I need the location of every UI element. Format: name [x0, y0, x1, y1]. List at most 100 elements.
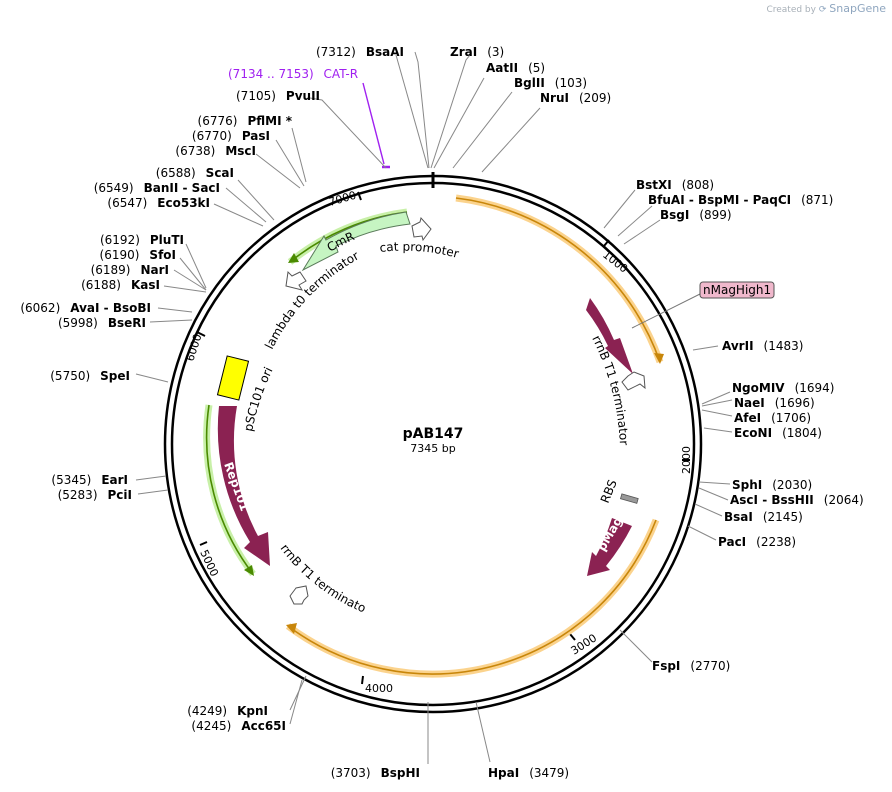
svg-text:cat promoter: cat promoter — [379, 240, 461, 261]
tick-4000: 4000 — [365, 682, 393, 695]
site-sphi[interactable]: SphI(2030) — [732, 478, 812, 492]
tick-2000: 2000 — [680, 446, 693, 474]
site-asci-bsshii[interactable]: AscI - BssHII(2064) — [730, 493, 864, 507]
site-beri[interactable]: (5998)BseRI — [58, 316, 146, 330]
site-sfoi[interactable]: (6190)SfoI — [100, 248, 176, 262]
plasmid-name: pAB147 — [403, 426, 464, 442]
site-scai[interactable]: (6588)ScaI — [156, 166, 234, 180]
orange-arc-bottom — [285, 518, 660, 678]
cat-r-primer[interactable]: (7134 .. 7153) CAT-R — [228, 67, 390, 169]
site-acc65i[interactable]: (4245)Acc65I — [191, 719, 286, 733]
site-kasi[interactable]: (6188)KasI — [81, 278, 160, 292]
svg-text:ZraI(3): ZraI(3) — [450, 45, 504, 59]
svg-text:SphI(2030): SphI(2030) — [732, 478, 812, 492]
site-ngomiv[interactable]: NgoMIV(1694) — [732, 381, 834, 395]
site-paci[interactable]: PacI(2238) — [718, 535, 796, 549]
svg-text:AatII(5): AatII(5) — [486, 61, 545, 75]
plasmid-length: 7345 bp — [410, 442, 455, 455]
site-banii-saci[interactable]: (6549)BanII - SacI — [94, 181, 220, 195]
svg-text:BglII(103): BglII(103) — [514, 76, 587, 90]
site-avrii[interactable]: AvrII(1483) — [722, 339, 803, 353]
site-eari[interactable]: (5345)EarI — [51, 473, 128, 487]
site-zrai[interactable]: ZraI(3) — [450, 45, 504, 59]
svg-text:(4245)Acc65I: (4245)Acc65I — [191, 719, 286, 733]
tick-3000: 3000 — [569, 631, 600, 657]
site-pvuii[interactable]: (7105)PvuII — [236, 89, 320, 103]
site-nrui[interactable]: NruI(209) — [540, 91, 611, 105]
site-bsaai[interactable]: (7312)BsaAI — [316, 45, 404, 59]
orange-arc-top — [455, 194, 664, 364]
cat-r-name: CAT-R — [324, 67, 359, 81]
restriction-sites-right: ZraI(3) AatII(5) BglII(103) NruI(209) Bs… — [450, 45, 864, 780]
site-bsai[interactable]: BsaI(2145) — [724, 510, 803, 524]
svg-text:HpaI(3479): HpaI(3479) — [488, 766, 569, 780]
svg-text:(6776)PflMI *: (6776)PflMI * — [198, 114, 293, 128]
site-eco53ki[interactable]: (6547)Eco53kI — [107, 196, 210, 210]
site-bglii[interactable]: BglII(103) — [514, 76, 587, 90]
cat-promoter-label: cat promoter — [379, 240, 461, 261]
backbone — [163, 172, 703, 714]
svg-text:(7105)PvuII: (7105)PvuII — [236, 89, 320, 103]
svg-text:(6738)MscI: (6738)MscI — [175, 144, 256, 158]
svg-text:(6188)KasI: (6188)KasI — [81, 278, 160, 292]
site-bfuai-bspmi-paqci[interactable]: BfuAI - BspMI - PaqCI(871) — [648, 193, 833, 207]
rbs-feature[interactable]: RBS — [598, 478, 639, 505]
tick-marks — [196, 191, 690, 685]
site-bsphi[interactable]: (3703)BspHI — [331, 766, 420, 780]
psc101-ori-label: pSC101 ori — [241, 365, 275, 433]
site-nari[interactable]: (6189)NarI — [91, 263, 169, 277]
watermark-created-by: Created by — [766, 5, 816, 15]
svg-text:(5345)EarI: (5345)EarI — [51, 473, 128, 487]
site-bstxi[interactable]: BstXI(808) — [636, 178, 714, 192]
site-msci[interactable]: (6738)MscI — [175, 144, 256, 158]
svg-text:(7312)BsaAI: (7312)BsaAI — [316, 45, 404, 59]
svg-text:AscI - BssHII(2064): AscI - BssHII(2064) — [730, 493, 864, 507]
svg-text:(6770)PasI: (6770)PasI — [192, 129, 270, 143]
site-fspi[interactable]: FspI(2770) — [652, 659, 730, 673]
snapgene-watermark: Created by ⟳ SnapGene — [766, 2, 886, 15]
svg-text:NaeI(1696): NaeI(1696) — [734, 396, 815, 410]
svg-text:BsgI(899): BsgI(899) — [660, 208, 732, 222]
svg-text:(6547)Eco53kI: (6547)Eco53kI — [107, 196, 210, 210]
svg-text:FspI(2770): FspI(2770) — [652, 659, 730, 673]
site-bsgi[interactable]: BsgI(899) — [660, 208, 732, 222]
svg-text:AvrII(1483): AvrII(1483) — [722, 339, 803, 353]
cat-r-range: (7134 .. 7153) — [228, 67, 314, 81]
nmaghigh1-label-box[interactable]: nMagHigh1 — [631, 281, 775, 329]
svg-text:(5750)SpeI: (5750)SpeI — [50, 369, 130, 383]
svg-text:BfuAI - BspMI - PaqCI(871): BfuAI - BspMI - PaqCI(871) — [648, 193, 833, 207]
svg-text:(5283)PciI: (5283)PciI — [58, 488, 132, 502]
pmag-gene[interactable]: pMag — [587, 514, 632, 576]
site-econi[interactable]: EcoNI(1804) — [734, 426, 822, 440]
site-pflmi[interactable]: (6776)PflMI * — [198, 114, 293, 128]
site-pasi[interactable]: (6770)PasI — [192, 129, 270, 143]
site-pluti[interactable]: (6192)PluTI — [100, 233, 184, 247]
svg-text:(6189)NarI: (6189)NarI — [91, 263, 169, 277]
site-aatii[interactable]: AatII(5) — [486, 61, 545, 75]
site-pcii[interactable]: (5283)PciI — [58, 488, 132, 502]
rrnb-t1-terminator-right[interactable]: rrnB T1 terminator — [586, 298, 646, 446]
svg-text:(6549)BanII - SacI: (6549)BanII - SacI — [94, 181, 220, 195]
site-avai-bsobi[interactable]: (6062)AvaI - BsoBI — [20, 301, 151, 315]
svg-text:(7134 .. 7153) CAT-R: (7134 .. 7153) CAT-R — [228, 67, 358, 81]
tick-7000: 7000 — [327, 189, 357, 209]
svg-text:(4249)KpnI: (4249)KpnI — [187, 704, 268, 718]
nmaghigh1-label: nMagHigh1 — [703, 283, 771, 297]
svg-text:(5998)BseRI: (5998)BseRI — [58, 316, 146, 330]
svg-text:(6192)PluTI: (6192)PluTI — [100, 233, 184, 247]
site-hpai[interactable]: HpaI(3479) — [488, 766, 569, 780]
svg-text:(6190)SfoI: (6190)SfoI — [100, 248, 176, 262]
site-afei[interactable]: AfeI(1706) — [734, 411, 811, 425]
site-naei[interactable]: NaeI(1696) — [734, 396, 815, 410]
svg-text:(3703)BspHI: (3703)BspHI — [331, 766, 420, 780]
site-spei[interactable]: (5750)SpeI — [50, 369, 130, 383]
watermark-brand: SnapGene — [829, 2, 886, 15]
svg-text:EcoNI(1804): EcoNI(1804) — [734, 426, 822, 440]
svg-text:BstXI(808): BstXI(808) — [636, 178, 714, 192]
restriction-sites-left: (7312)BsaAI (7105)PvuII (6776)PflMI * (6… — [20, 45, 420, 780]
rbs-label: RBS — [598, 478, 620, 505]
svg-text:NgoMIV(1694): NgoMIV(1694) — [732, 381, 834, 395]
site-kpni[interactable]: (4249)KpnI — [187, 704, 268, 718]
green-arc-rep101 — [203, 404, 256, 577]
